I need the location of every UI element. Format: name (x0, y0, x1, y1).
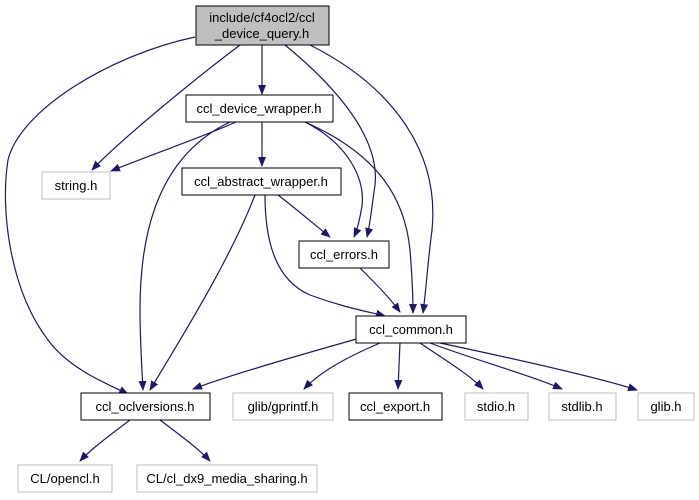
edge-device-wrapper-to-errors (304, 121, 363, 238)
node-stdlib-h-label: stdlib.h (561, 399, 602, 414)
node-string-h-label: string.h (55, 178, 98, 193)
node-stdio-h-label: stdio.h (477, 399, 515, 414)
edge-oclversions-to-opencl (79, 419, 131, 462)
node-cl-dx9-label: CL/cl_dx9_media_sharing.h (146, 471, 307, 486)
node-cl-dx9[interactable]: CL/cl_dx9_media_sharing.h (136, 464, 318, 493)
node-cl-opencl[interactable]: CL/opencl.h (17, 464, 113, 493)
edge-device-wrapper-to-common (304, 121, 417, 314)
node-abstract-wrapper[interactable]: ccl_abstract_wrapper.h (181, 167, 342, 196)
node-glib-h[interactable]: glib.h (637, 392, 695, 421)
node-root-label-line2: _device_query.h (214, 26, 309, 41)
edge-common-to-export (394, 342, 403, 390)
node-glib-gprintf[interactable]: glib/gprintf.h (232, 392, 334, 421)
edge-root-to-errors (284, 44, 376, 238)
edge-common-to-gprintf (303, 342, 381, 390)
edge-abstract-to-errors (277, 194, 331, 238)
node-string-h[interactable]: string.h (41, 171, 111, 200)
edge-device-wrapper-to-string (110, 121, 237, 172)
node-device-wrapper-label: ccl_device_wrapper.h (196, 101, 321, 116)
node-glib-gprintf-label: glib/gprintf.h (248, 399, 319, 414)
node-common[interactable]: ccl_common.h (355, 315, 467, 344)
edge-device-wrapper-to-oclversions (138, 121, 231, 391)
edge-abstract-to-common (264, 194, 386, 318)
node-root-label-line1: include/cf4ocl2/ccl (209, 10, 315, 25)
node-glib-h-label: glib.h (650, 399, 681, 414)
edge-abstract-to-oclversions (149, 194, 256, 391)
node-oclversions-label: ccl_oclversions.h (96, 399, 195, 414)
node-cl-opencl-label: CL/opencl.h (30, 471, 99, 486)
edge-common-to-stdio (419, 342, 484, 390)
edge-common-to-glib (439, 342, 638, 392)
edge-root-to-oclversions (4, 36, 196, 395)
node-ccl-export-label: ccl_export.h (360, 399, 430, 414)
node-stdio-h[interactable]: stdio.h (464, 392, 529, 421)
edge-common-to-oclversions (192, 337, 361, 390)
edge-root-to-string (91, 44, 241, 171)
node-oclversions[interactable]: ccl_oclversions.h (80, 392, 211, 421)
node-root-header[interactable]: include/cf4ocl2/ccl _device_query.h (195, 5, 330, 46)
node-errors[interactable]: ccl_errors.h (298, 240, 390, 269)
edge-oclversions-to-dx9 (159, 419, 211, 462)
edge-root-to-common (309, 44, 434, 314)
edge-common-to-stdlib (429, 342, 563, 390)
edge-errors-to-common (359, 267, 401, 313)
node-errors-label: ccl_errors.h (310, 247, 378, 262)
node-ccl-export[interactable]: ccl_export.h (348, 392, 443, 421)
node-stdlib-h[interactable]: stdlib.h (548, 392, 617, 421)
node-abstract-wrapper-label: ccl_abstract_wrapper.h (194, 174, 328, 189)
node-common-label: ccl_common.h (369, 322, 453, 337)
node-device-wrapper[interactable]: ccl_device_wrapper.h (185, 94, 334, 123)
